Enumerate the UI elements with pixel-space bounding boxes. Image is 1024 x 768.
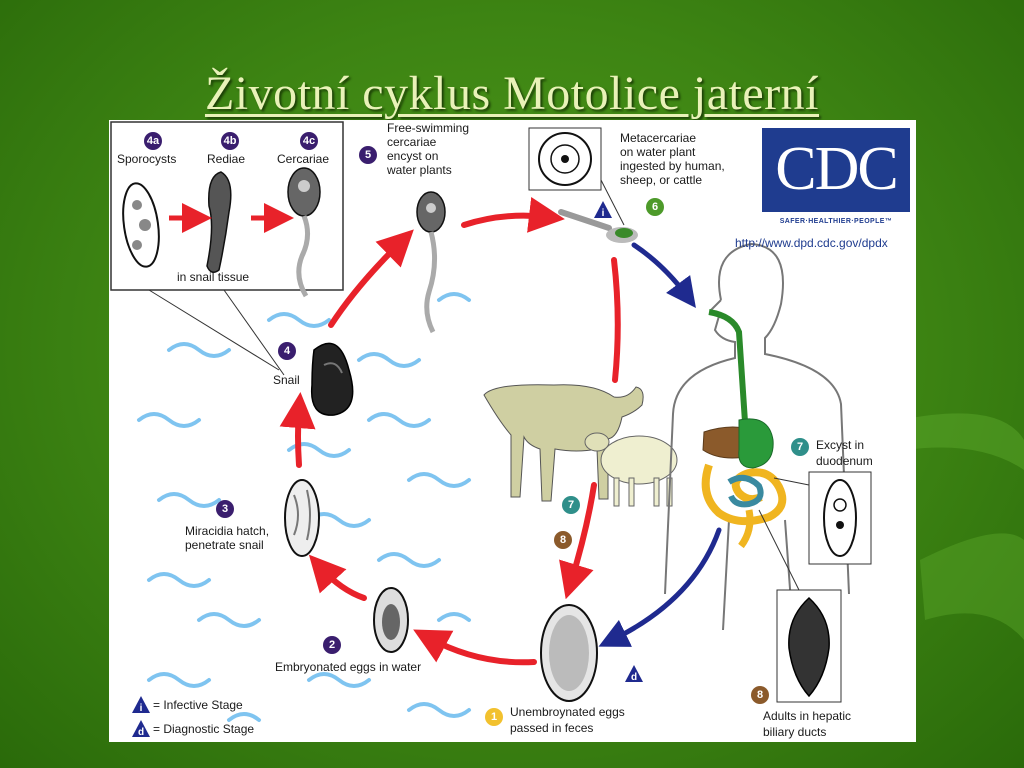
adult-fluke-shape	[788, 596, 830, 698]
stage-8-label-line-2: biliary ducts	[763, 725, 827, 739]
stage-4b-label: Rediae	[207, 152, 246, 166]
stage-1-label-line-2: passed in feces	[510, 721, 594, 735]
stage-8-badge: 8	[751, 686, 769, 704]
stage-8-label-line-1: Adults in hepatic	[763, 709, 852, 723]
cow-shape	[483, 384, 644, 502]
stage-1-label-line-1: Unembroynated eggs	[510, 705, 625, 719]
stage-7-badge: 7	[791, 438, 809, 456]
svg-text:d: d	[138, 727, 144, 738]
snail-tissue-label: in snail tissue	[177, 270, 250, 284]
water-waves	[137, 292, 471, 722]
diagnostic-stage-marker: d	[625, 665, 643, 683]
legend-infective-symbol: i	[132, 696, 150, 714]
snail-shape	[310, 342, 354, 416]
stage-6-label-line-4: sheep, or cattle	[620, 173, 703, 187]
stage-4a-label: Sporocysts	[117, 152, 177, 166]
intestine-shape	[701, 463, 787, 526]
cdc-logo: CDC SAFER·HEALTHIER·PEOPLE™	[762, 128, 910, 232]
stage-3-label-line-1: Miracidia hatch,	[185, 524, 270, 538]
stage-4c-badge: 4c	[300, 132, 318, 150]
legend-diagnostic-label: = Diagnostic Stage	[153, 722, 255, 736]
legend-infective-label: = Infective Stage	[153, 698, 243, 712]
stage-4a-badge: 4a	[144, 132, 162, 150]
stage-7-label-line-2: duodenum	[816, 454, 873, 468]
cdc-logo-text: CDC	[775, 135, 898, 203]
stage-5-label-line-2: cercariae	[387, 135, 437, 149]
infective-stage-marker: i	[594, 201, 612, 219]
spoon-shape	[558, 209, 612, 231]
stomach-shape	[738, 418, 774, 469]
svg-text:i: i	[140, 703, 143, 714]
stage-4b-badge: 4b	[221, 132, 239, 150]
legend-diagnostic-symbol: d	[132, 720, 150, 738]
stage-6-label-line-2: on water plant	[620, 145, 696, 159]
stage-3-label-line-2: penetrate snail	[185, 538, 264, 552]
stage-7-animal-badge: 7	[562, 496, 580, 514]
stage-8-animal-badge: 8	[554, 531, 572, 549]
infective-marker-symbol: i	[602, 208, 605, 219]
diagnostic-marker-symbol: d	[631, 672, 637, 683]
cdc-logo-tagline: SAFER·HEALTHIER·PEOPLE™	[762, 212, 910, 232]
diagram-graphics	[110, 121, 872, 722]
stage-5-label-line-4: water plants	[387, 163, 452, 177]
stage-2-badge: 2	[323, 636, 341, 654]
slide-title: Životní cyklus Motolice jaterní	[204, 67, 820, 120]
source-url: http://www.dpd.cdc.gov/dpdx	[735, 236, 888, 250]
excysted-fluke-shape	[823, 479, 857, 557]
stage-5-label-line-3: encyst on	[387, 149, 439, 163]
stage-2-label: Embryonated eggs in water	[275, 660, 422, 674]
stage-4-badge: 4	[278, 342, 296, 360]
life-cycle-figure: 4a Sporocysts 4b Rediae 4c Cercariae in …	[109, 120, 916, 742]
stage-6-label-line-3: ingested by human,	[620, 159, 725, 173]
stage-5-label-line-1: Free-swimming	[387, 121, 470, 135]
stage-1-badge: 1	[485, 708, 503, 726]
stage-4-label: Snail	[273, 373, 300, 387]
stage-3-badge: 3	[216, 500, 234, 518]
stage-7-label-line-1: Excyst in	[816, 438, 865, 452]
stage-6-label-line-1: Metacercariae	[620, 131, 697, 145]
stage-5-badge: 5	[359, 146, 377, 164]
redia-shape	[206, 171, 232, 273]
sheep-shape	[584, 432, 678, 507]
stage-4c-label: Cercariae	[277, 152, 330, 166]
stage-6-badge: 6	[646, 198, 664, 216]
miracidium-shape	[284, 479, 320, 557]
